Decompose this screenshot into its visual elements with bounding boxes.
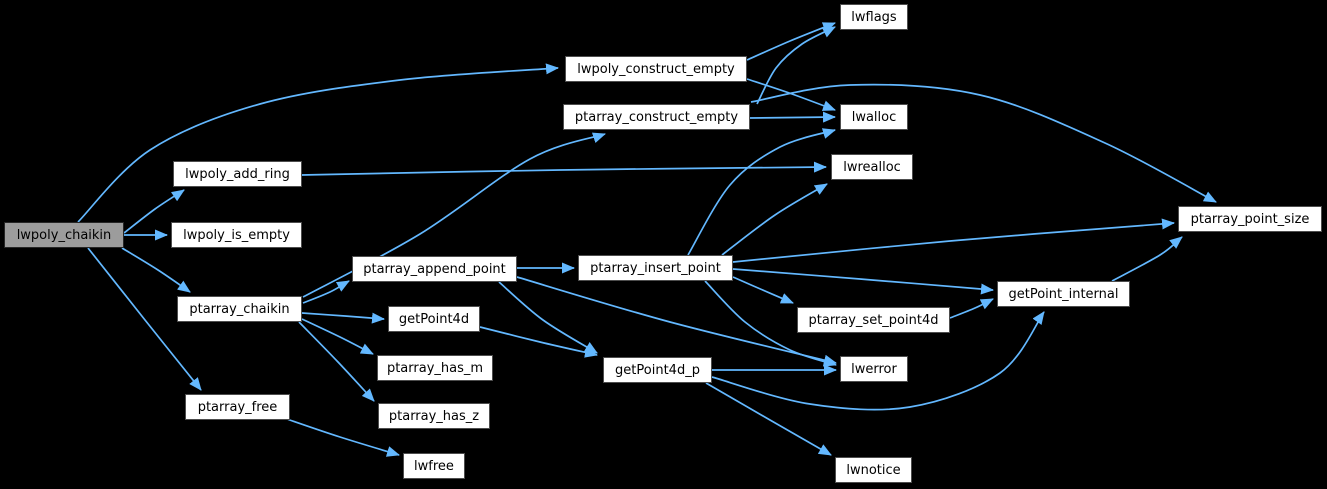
- graph-node-lwerror[interactable]: lwerror: [840, 356, 908, 382]
- graph-node-lwnotice[interactable]: lwnotice: [835, 457, 912, 483]
- graph-node-getPoint4d[interactable]: getPoint4d: [388, 306, 480, 332]
- graph-node-ptarray_construct_empty[interactable]: ptarray_construct_empty: [563, 104, 750, 130]
- edge-ptarray_free-to-lwfree: [280, 416, 400, 457]
- edge-ptarray_chaikin-to-ptarray_has_m: [301, 318, 374, 355]
- edge-lwpoly_chaikin-to-lwpoly_construct_empty: [77, 63, 559, 223]
- graph-node-lwpoly_chaikin: lwpoly_chaikin: [4, 222, 124, 248]
- edge-ptarray_insert_point-to-ptarray_set_point4d: [732, 276, 794, 304]
- graph-node-lwalloc[interactable]: lwalloc: [840, 104, 908, 130]
- edge-ptarray_construct_empty-to-ptarray_point_size: [750, 83, 1217, 203]
- graph-node-ptarray_has_m[interactable]: ptarray_has_m: [377, 355, 493, 381]
- edge-getPoint4d_p-to-lwnotice: [705, 382, 832, 456]
- graph-node-lwfree[interactable]: lwfree: [403, 453, 465, 479]
- edge-ptarray_append_point-to-lwerror: [516, 276, 837, 366]
- edge-lwpoly_chaikin-to-lwpoly_add_ring: [123, 189, 185, 234]
- graph-node-ptarray_chaikin[interactable]: ptarray_chaikin: [177, 296, 302, 322]
- edge-lwpoly_construct_empty-to-lwalloc: [746, 78, 836, 111]
- edge-lwpoly_construct_empty-to-lwflags: [746, 22, 836, 61]
- edge-lwpoly_chaikin-to-ptarray_free: [87, 247, 202, 391]
- edge-ptarray_construct_empty-to-lwalloc: [749, 111, 836, 123]
- edge-getPoint_internal-to-ptarray_point_size: [1111, 236, 1183, 282]
- edge-ptarray_insert_point-to-lwrealloc: [721, 183, 828, 256]
- graph-node-ptarray_set_point4d[interactable]: ptarray_set_point4d: [797, 307, 950, 333]
- edge-ptarray_chaikin-to-ptarray_append_point: [302, 280, 350, 304]
- edge-lwpoly_chaikin-to-ptarray_chaikin: [121, 247, 191, 293]
- edge-ptarray_insert_point-to-lwerror: [704, 280, 837, 367]
- edge-getPoint4d-to-getPoint4d_p: [479, 326, 598, 358]
- edge-ptarray_insert_point-to-lwalloc: [687, 128, 836, 256]
- graph-node-getPoint4d_p[interactable]: getPoint4d_p: [603, 357, 712, 383]
- graph-node-getPoint_internal[interactable]: getPoint_internal: [997, 281, 1130, 307]
- edge-ptarray_chaikin-to-ptarray_construct_empty: [302, 132, 606, 298]
- edge-lwpoly_add_ring-to-lwrealloc: [301, 161, 827, 176]
- edge-ptarray_insert_point-to-getPoint_internal: [732, 268, 994, 295]
- edge-ptarray_chaikin-to-getPoint4d: [301, 312, 385, 324]
- edge-ptarray_chaikin-to-ptarray_has_z: [298, 321, 375, 402]
- graph-node-ptarray_append_point[interactable]: ptarray_append_point: [352, 256, 517, 282]
- graph-node-ptarray_free[interactable]: ptarray_free: [185, 394, 290, 420]
- edge-ptarray_set_point4d-to-getPoint_internal: [949, 298, 994, 319]
- graph-node-lwpoly_construct_empty[interactable]: lwpoly_construct_empty: [565, 56, 747, 82]
- graph-node-lwrealloc[interactable]: lwrealloc: [831, 154, 913, 180]
- graph-node-ptarray_insert_point[interactable]: ptarray_insert_point: [578, 255, 733, 281]
- graph-node-ptarray_has_z[interactable]: ptarray_has_z: [378, 403, 490, 429]
- graph-node-lwpoly_is_empty[interactable]: lwpoly_is_empty: [171, 222, 302, 248]
- edge-ptarray_construct_empty-to-lwflags: [756, 26, 836, 105]
- graph-node-ptarray_point_size[interactable]: ptarray_point_size: [1178, 206, 1322, 232]
- edge-getPoint4d_p-to-getPoint_internal: [711, 311, 1045, 411]
- edge-ptarray_append_point-to-getPoint4d_p: [498, 281, 598, 354]
- graph-node-lwpoly_add_ring[interactable]: lwpoly_add_ring: [173, 161, 302, 187]
- edge-ptarray_insert_point-to-ptarray_point_size: [732, 218, 1175, 263]
- graph-node-lwflags[interactable]: lwflags: [840, 4, 908, 30]
